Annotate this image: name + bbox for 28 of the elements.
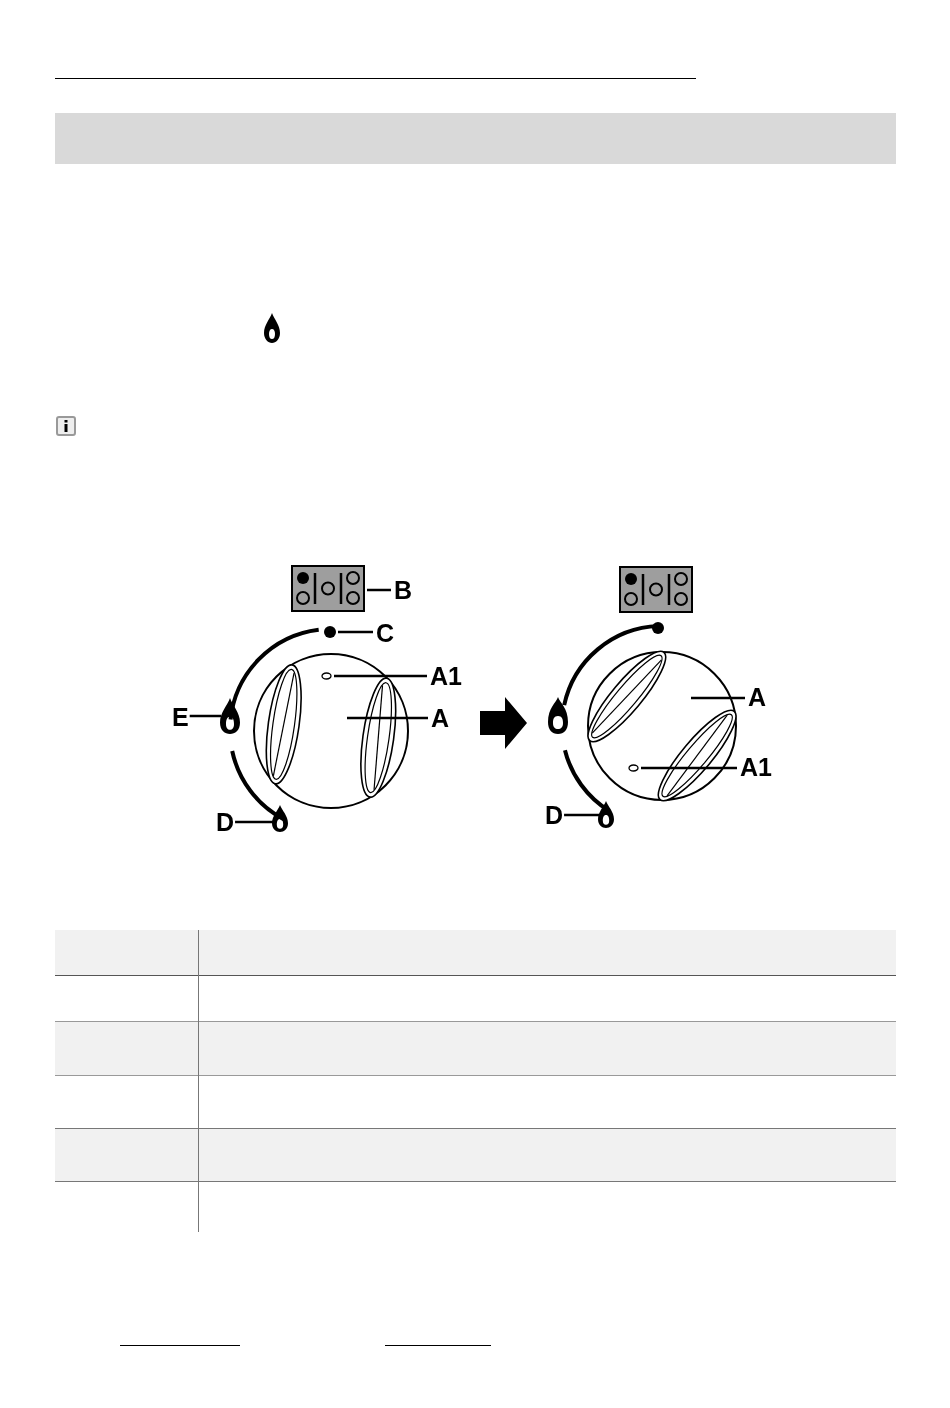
indicator-hole (321, 672, 332, 680)
callout-letter: A1 (740, 755, 772, 780)
leader-line (347, 716, 428, 720)
callout-letter: B (394, 578, 413, 603)
flame-icon (272, 805, 288, 832)
heading-band (55, 113, 896, 164)
leader-line (691, 696, 745, 700)
callout-letter: A (748, 685, 767, 710)
leader-line (338, 630, 373, 634)
leader-line (564, 813, 599, 817)
leader-line (367, 588, 391, 592)
leader-line (189, 714, 221, 718)
callout-letter: D (216, 810, 235, 835)
leader-line (334, 674, 427, 678)
flame-icon (220, 698, 240, 734)
callout-letter: A (431, 706, 450, 731)
callout-letter: D (545, 803, 564, 828)
flame-icon (598, 801, 614, 828)
leader-line (235, 820, 273, 824)
indicator-hole (628, 764, 639, 772)
hob-icon (291, 565, 365, 612)
callout-letter: E (172, 705, 189, 730)
callout-letter: C (376, 621, 395, 646)
callout-letter: A1 (430, 664, 462, 689)
control-knob (252, 652, 410, 810)
control-knob (586, 650, 738, 802)
leader-line (641, 766, 737, 770)
position-dot (324, 626, 336, 638)
